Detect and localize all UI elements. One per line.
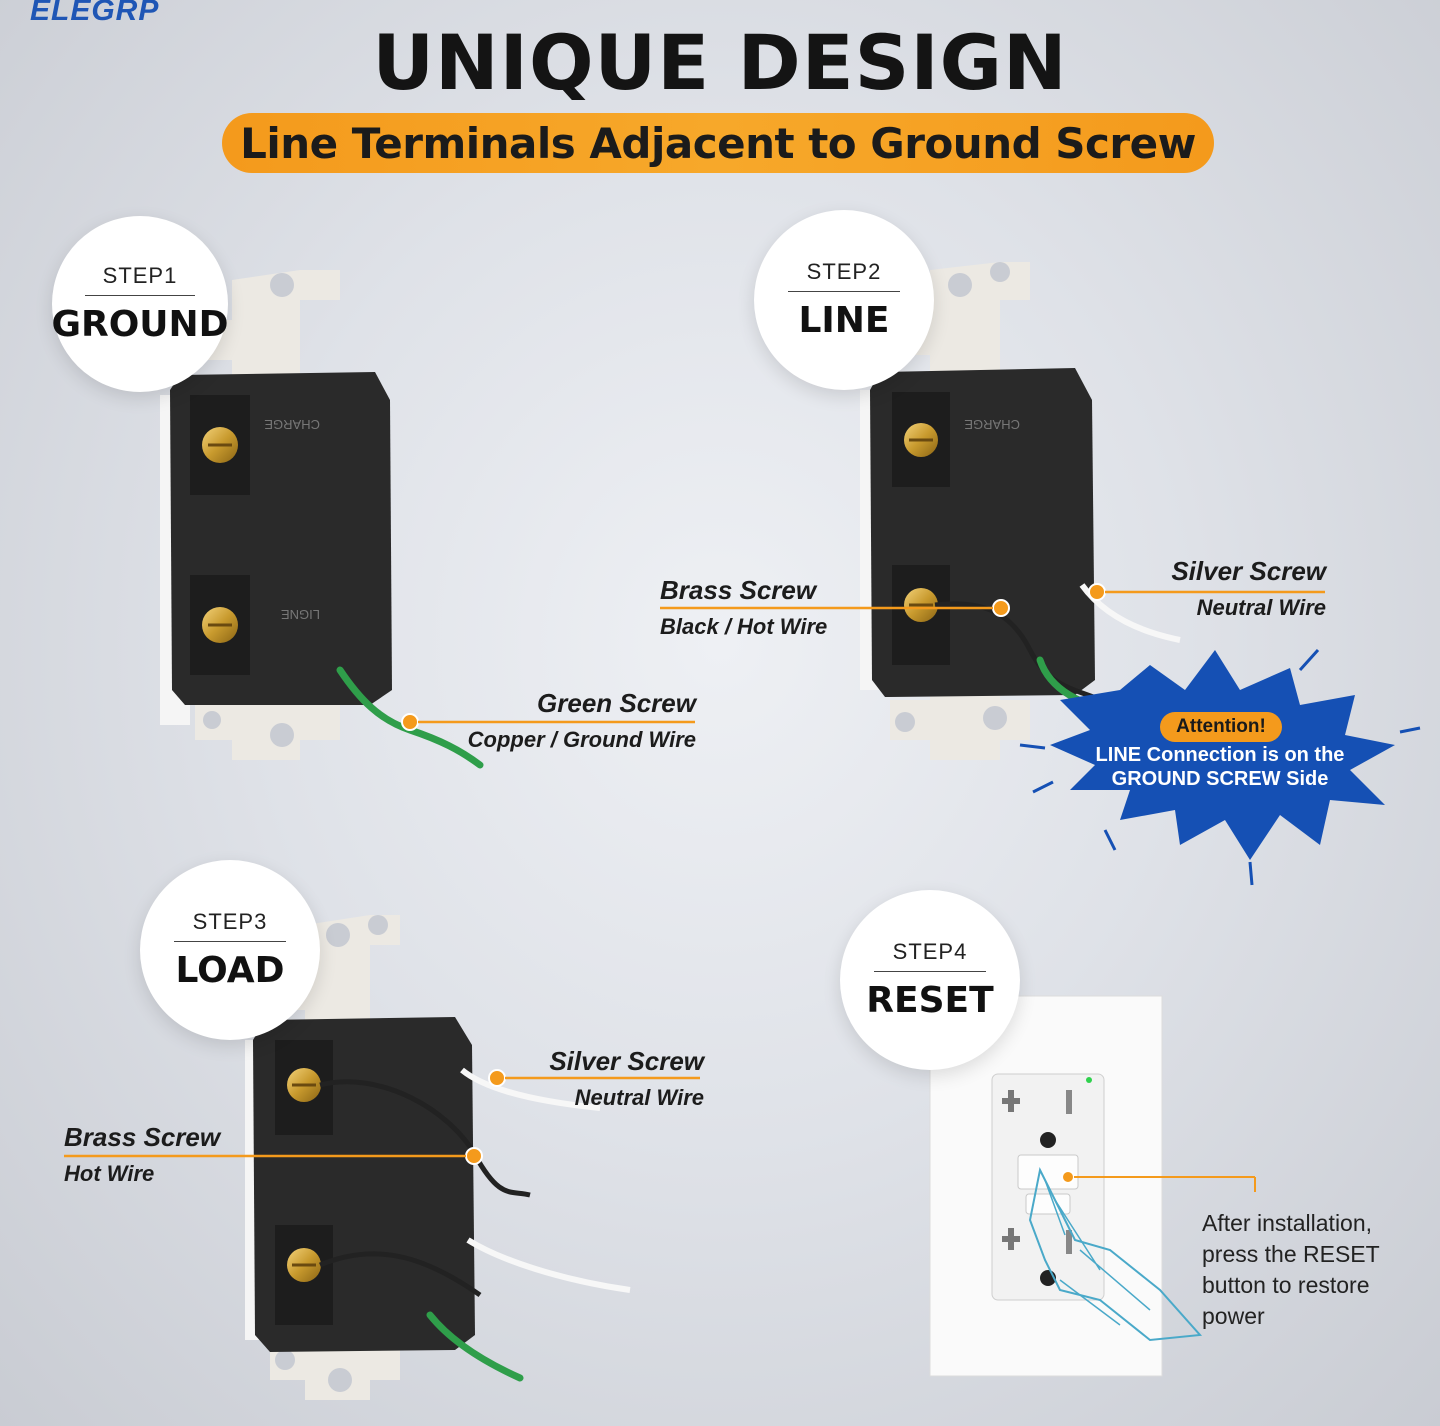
leader-step2-silver	[1088, 583, 1325, 601]
reset-line1: After installation,	[1202, 1210, 1373, 1236]
step2-badge: STEP2 LINE	[754, 210, 934, 390]
step2-silver-title: Silver Screw	[1171, 556, 1326, 586]
step3-brass-label: Brass Screw Hot Wire	[64, 1122, 220, 1187]
attention-splash	[1019, 648, 1421, 886]
step3-brass-title: Brass Screw	[64, 1122, 221, 1152]
attention-message: LINE Connection is on the GROUND SCREW S…	[1060, 743, 1380, 791]
reset-instructions: After installation, press the RESET butt…	[1202, 1208, 1432, 1332]
step3-name: LOAD	[175, 950, 285, 991]
step4-name: RESET	[866, 980, 994, 1021]
step3-badge: STEP3 LOAD	[140, 860, 320, 1040]
reset-line4: power	[1202, 1303, 1265, 1329]
leader-step3-silver	[488, 1069, 700, 1087]
step2-brass-subtitle: Black / Hot Wire	[660, 614, 828, 639]
step3-silver-label: Silver Screw Neutral Wire	[530, 1046, 704, 1111]
svg-text:CHARGE: CHARGE	[964, 417, 1020, 432]
step2-brass-title: Brass Screw	[660, 575, 817, 605]
step3-silver-subtitle: Neutral Wire	[574, 1085, 704, 1110]
step4-badge: STEP4 RESET	[840, 890, 1020, 1070]
leader-step2-brass	[660, 599, 1010, 617]
step3-silver-title: Silver Screw	[549, 1046, 704, 1076]
gfci-outlet	[929, 995, 1203, 1377]
step2-silver-label: Silver Screw Neutral Wire	[1150, 556, 1326, 621]
step3-brass-subtitle: Hot Wire	[64, 1161, 155, 1186]
step2-silver-subtitle: Neutral Wire	[1196, 595, 1326, 620]
step2-number: STEP2	[788, 259, 900, 292]
green-screw-title: Green Screw	[537, 688, 696, 718]
attention-line2: GROUND SCREW Side	[1111, 768, 1329, 790]
leader-step4	[1061, 1170, 1256, 1192]
step1-number: STEP1	[85, 263, 195, 296]
step2-name: LINE	[798, 300, 890, 341]
step1-badge: STEP1 GROUND	[51, 216, 229, 392]
leader-step3-brass	[64, 1147, 483, 1165]
attention-line1: LINE Connection is on the	[1095, 744, 1345, 766]
page-title: UNIQUE DESIGN	[372, 18, 1068, 107]
svg-text:LIGNE: LIGNE	[281, 607, 320, 622]
step4-number: STEP4	[874, 939, 986, 972]
attention-badge: Attention!	[1160, 712, 1282, 742]
ground-wire-subtitle: Copper / Ground Wire	[467, 727, 696, 752]
receptacle-step2: CHARGE	[860, 262, 1181, 760]
step1-name: GROUND	[51, 304, 229, 345]
step1-label: Green Screw Copper / Ground Wire	[448, 688, 696, 753]
step3-number: STEP3	[174, 909, 286, 942]
receptacle-step3	[245, 915, 631, 1400]
brand-logo: ELEGRP	[30, 0, 160, 27]
svg-text:CHARGE: CHARGE	[264, 417, 320, 432]
reset-line2: press the RESET	[1202, 1241, 1380, 1267]
reset-line3: button to restore	[1202, 1272, 1370, 1298]
subtitle-banner: Line Terminals Adjacent to Ground Screw	[222, 113, 1214, 173]
step2-brass-label: Brass Screw Black / Hot Wire	[660, 575, 827, 640]
leader-step1	[401, 713, 695, 731]
